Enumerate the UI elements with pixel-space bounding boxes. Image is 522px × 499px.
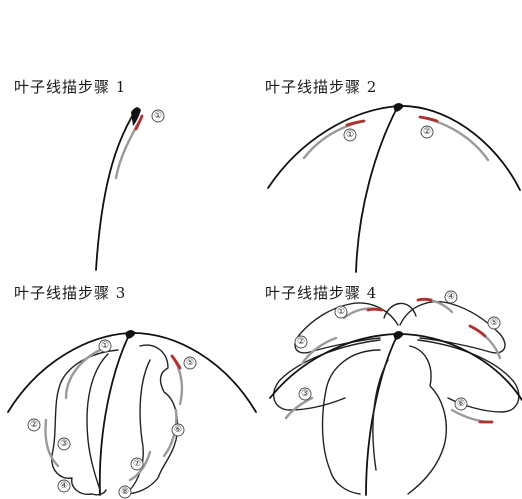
step-3-arrow-7 xyxy=(128,450,152,482)
step-4-top-right-lobe xyxy=(399,301,506,354)
step-2-arrow-1-red xyxy=(345,119,366,127)
step-3-arrow-1 xyxy=(64,348,102,400)
step-4-marker-4-circle xyxy=(444,290,458,304)
step-3-arrow-2 xyxy=(44,418,60,468)
step-3-marker-6: ⑥ xyxy=(174,425,182,435)
step-3-marker-7-circle xyxy=(130,457,144,471)
step-3-marker-2-circle xyxy=(27,418,41,432)
step-3-marker-5-circle xyxy=(183,356,197,370)
step-4-arrow-3 xyxy=(284,396,314,420)
step-3-drawing: ① ② ③ ④ ⑤ ⑥ ⑦ ⑧ xyxy=(7,330,257,499)
step-4-arrow-6 xyxy=(450,408,494,424)
step-3-left-lobe xyxy=(51,349,119,496)
step-4-arrow-4-red xyxy=(416,297,433,302)
step-4-marker-1: ① xyxy=(337,307,345,317)
step-3-marker-1-circle xyxy=(98,339,112,353)
step-3-marker-5: ⑤ xyxy=(186,358,194,368)
step-1-title: 叶子线描步骤 1 xyxy=(14,78,127,96)
step-3-marker-7: ⑦ xyxy=(133,459,141,469)
step-4-title: 叶子线描步骤 4 xyxy=(265,284,378,302)
step-1-marker xyxy=(151,109,165,123)
step-2-marker-1: ① xyxy=(346,130,354,140)
step-4-marker-3-circle xyxy=(298,387,312,401)
step-4-top-left-lobe xyxy=(294,302,399,354)
step-3-inner-right xyxy=(127,359,151,493)
step-3-arc xyxy=(7,332,257,413)
step-3-marker-8-circle xyxy=(118,485,132,499)
step-2-arc xyxy=(267,105,521,191)
step-4-head xyxy=(393,331,404,340)
step-3-arrow-6 xyxy=(162,408,178,458)
step-2-marker-2: ② xyxy=(423,127,431,137)
step-4-arrow-5-red xyxy=(468,324,487,338)
step-4-midrib xyxy=(365,333,399,496)
step-2-arrow-2 xyxy=(418,115,490,162)
step-4-bottom-inner xyxy=(372,359,389,471)
step-3-marker-6-circle xyxy=(171,423,185,437)
step-2-arrow-2-red xyxy=(418,115,439,123)
step-4-top-center-lobe xyxy=(383,302,417,319)
step-1-marker-label: ① xyxy=(154,111,162,121)
step-2-head xyxy=(393,103,404,112)
step-2-title: 叶子线描步骤 2 xyxy=(265,78,378,96)
step-3-head xyxy=(125,330,136,339)
step-2-marker-2-circle xyxy=(420,125,434,139)
step-4-marker-5-circle xyxy=(487,316,501,330)
step-4-right-side-lobe xyxy=(417,339,520,413)
step-3-marker-3: ③ xyxy=(60,439,68,449)
step-4-arrow-2 xyxy=(300,336,338,366)
step-4-marker-4: ④ xyxy=(447,292,455,302)
step-3-marker-2: ② xyxy=(30,420,38,430)
step-4-drawing: ① ② ③ ④ ⑤ ⑥ xyxy=(269,290,522,496)
step-4-left-side-lobe xyxy=(272,339,381,411)
step-3-marker-1: ① xyxy=(101,341,109,351)
step-1-midrib-head xyxy=(131,107,141,126)
step-2-drawing: ① ② xyxy=(267,103,521,273)
step-4-marker-3: ③ xyxy=(301,389,309,399)
step-4-arrow-1-red xyxy=(366,307,384,312)
step-4-marker-5: ⑤ xyxy=(490,318,498,328)
step-3-title: 叶子线描步骤 3 xyxy=(14,284,127,302)
step-1-drawing: ① xyxy=(95,107,165,271)
step-1-arrow-red xyxy=(134,114,144,131)
step-4-marker-2: ② xyxy=(297,337,305,347)
step-1-midrib xyxy=(95,107,138,271)
step-3-right-lobe xyxy=(123,344,179,495)
step-4-marker-6-circle xyxy=(454,397,468,411)
step-3-marker-4: ④ xyxy=(60,481,68,491)
step-2-marker-1-circle xyxy=(343,128,357,142)
step-3-midrib xyxy=(98,332,131,496)
step-3-marker-4-circle xyxy=(57,479,71,493)
step-4-marker-6: ⑥ xyxy=(457,399,465,409)
step-3-inner-left xyxy=(86,353,109,491)
step-4-bottom-right-lobe xyxy=(407,345,447,495)
step-4-bottom-left-lobe xyxy=(321,349,381,495)
step-3-marker-3-circle xyxy=(57,437,71,451)
step-4-marker-1-circle xyxy=(334,305,348,319)
step-3-arrow-5-red xyxy=(170,354,182,370)
step-2-midrib xyxy=(355,105,399,273)
step-4-marker-2-circle xyxy=(294,335,308,349)
step-3-marker-8: ⑧ xyxy=(121,487,129,497)
